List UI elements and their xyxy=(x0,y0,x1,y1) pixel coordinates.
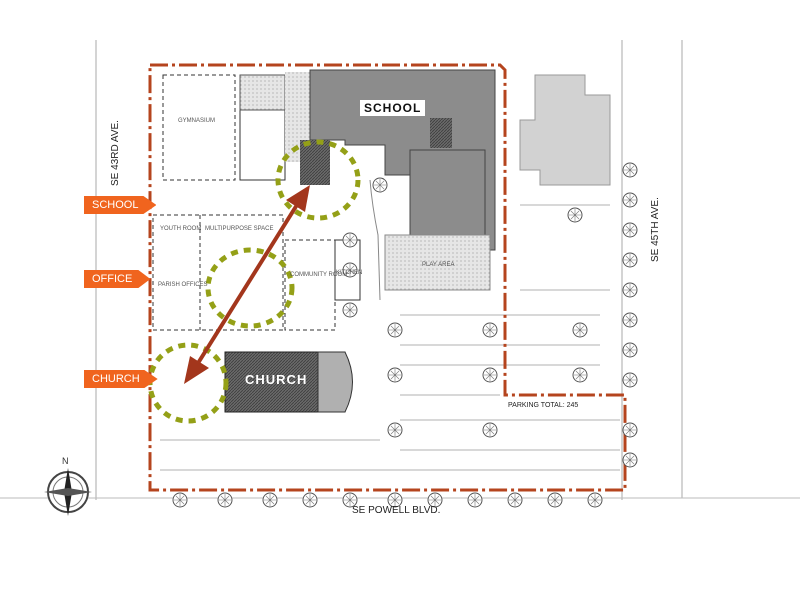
street-label-south: SE POWELL BLVD. xyxy=(352,505,441,516)
school-stair xyxy=(430,118,452,148)
room-label-parish: PARISH OFFICES xyxy=(158,282,208,288)
room-label-youth: YOUTH ROOM xyxy=(160,226,202,232)
room-label-kitchen: KITCHEN xyxy=(336,270,363,276)
callout-church[interactable]: CHURCH xyxy=(84,370,158,388)
focus-circle-office xyxy=(205,247,295,329)
north-label: N xyxy=(62,456,69,466)
callout-school[interactable]: SCHOOL xyxy=(84,196,157,214)
focus-circle-church xyxy=(147,342,229,424)
room-label-play-area: PLAY AREA xyxy=(422,262,455,268)
focus-circle-school xyxy=(275,139,361,221)
property-boundary xyxy=(148,63,627,492)
church-label: CHURCH xyxy=(245,372,308,387)
street-label-west: SE 43RD AVE. xyxy=(110,120,121,186)
room-label-multipurpose: MULTIPURPOSE SPACE xyxy=(205,226,274,232)
parish-block xyxy=(152,214,284,331)
room-label-community: COMMUNITY ROOM xyxy=(290,272,348,278)
stair-area xyxy=(239,74,286,111)
gymnasium-outline xyxy=(162,74,236,181)
school-entry-court xyxy=(300,140,330,185)
community-room xyxy=(284,239,336,331)
parking-stalls xyxy=(160,204,620,471)
play-area xyxy=(384,234,491,291)
school-label: SCHOOL xyxy=(360,100,426,116)
drive-path xyxy=(369,179,381,301)
callout-office[interactable]: OFFICE xyxy=(84,270,151,288)
street-label-east: SE 45TH AVE. xyxy=(650,197,661,262)
arrowhead-south xyxy=(184,356,209,384)
church-apse xyxy=(317,351,353,413)
trees xyxy=(172,162,638,508)
neighbor-building xyxy=(519,74,611,186)
arrowhead-north xyxy=(286,185,310,212)
parking-total: PARKING TOTAL: 245 xyxy=(506,402,581,409)
room-label-gymnasium: GYMNASIUM xyxy=(178,118,216,124)
compass-rose-icon xyxy=(44,468,92,516)
connection-arrow xyxy=(184,185,310,384)
